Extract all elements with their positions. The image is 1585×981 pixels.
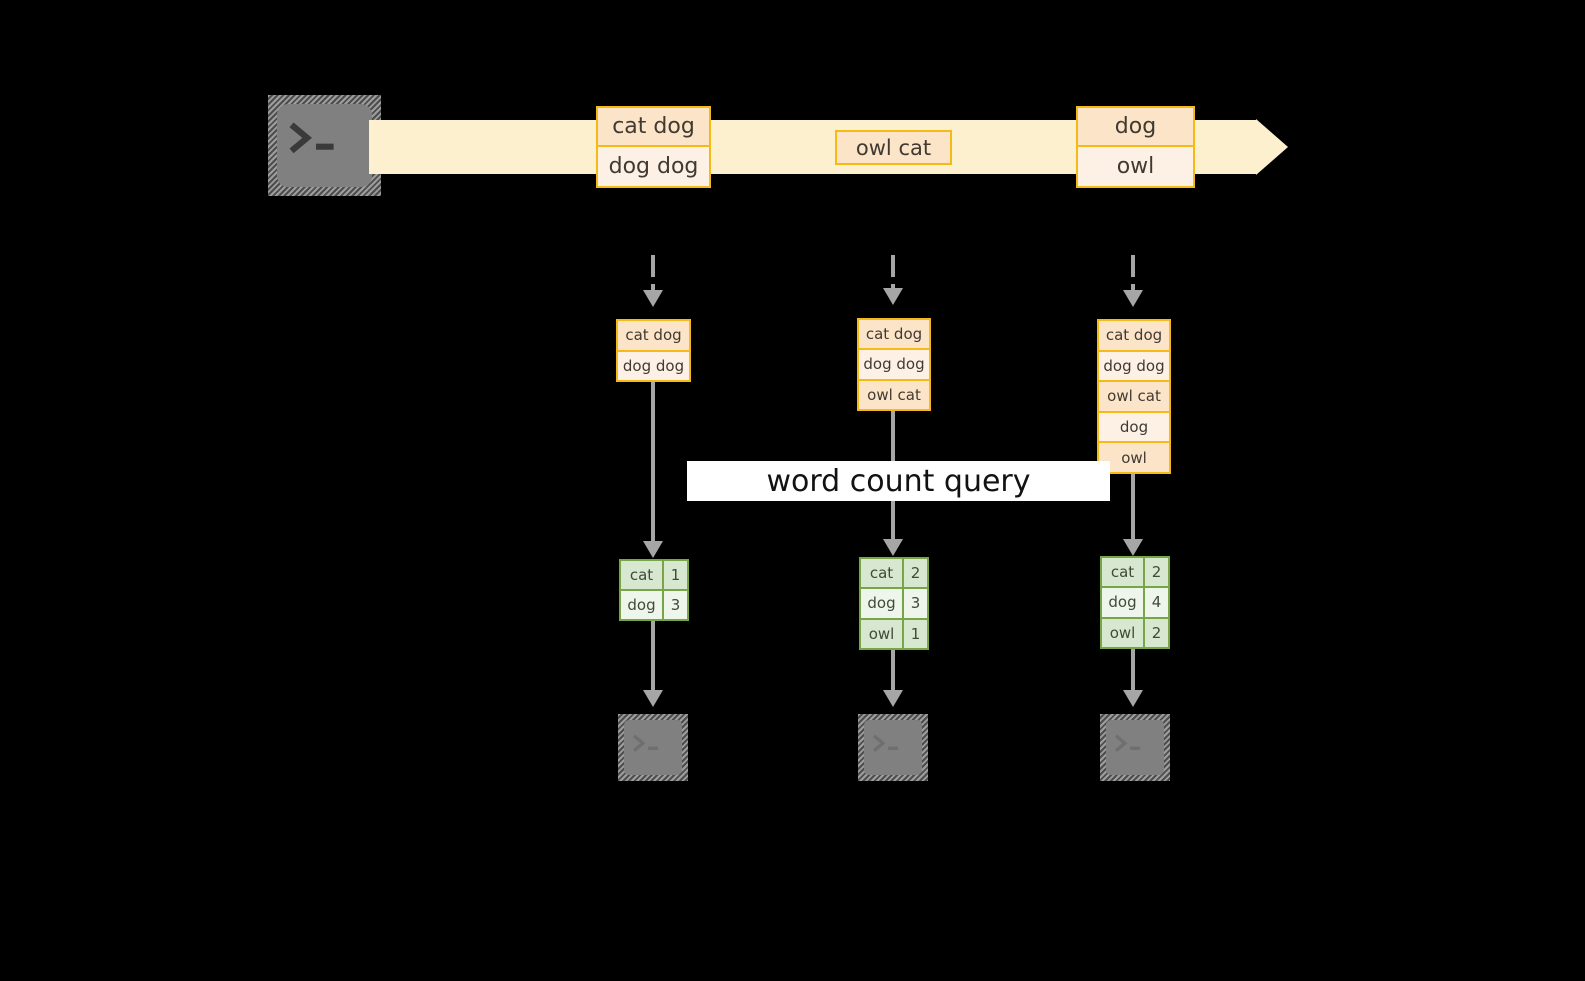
terminal-prompt-glyph (289, 122, 335, 154)
table-row: dog 3 (621, 591, 687, 619)
stream-record: cat dog (596, 106, 711, 147)
snapshot-record: owl cat (859, 380, 929, 409)
table-row: cat 2 (1102, 558, 1168, 589)
snapshot-feed-arrowhead (883, 288, 903, 305)
sink-arrow-head (643, 690, 663, 707)
stream-record: owl (1076, 147, 1195, 188)
source-terminal-icon (268, 95, 381, 196)
count-cell: 2 (904, 559, 927, 588)
query-arrow-head (1123, 539, 1143, 556)
snapshot-feed-line (891, 255, 895, 277)
snapshot-1-record-stack: cat dog dog dog (616, 319, 691, 382)
word-cell: dog (861, 589, 904, 618)
snapshot-feed-arrowhead (643, 290, 663, 307)
snapshot-record: owl (1099, 443, 1169, 472)
table-row: dog 3 (861, 589, 927, 620)
table-row: owl 1 (861, 619, 927, 648)
table-row: cat 1 (621, 561, 687, 591)
stream-record: dog (1076, 106, 1195, 147)
table-row: cat 2 (861, 559, 927, 590)
terminal-prompt-glyph (1115, 734, 1141, 752)
word-cell: owl (1102, 618, 1145, 647)
query-arrow-head (643, 541, 663, 558)
sink-arrow-line (891, 650, 895, 700)
word-cell: owl (861, 619, 904, 648)
count-cell: 3 (664, 591, 687, 619)
count-cell: 1 (664, 561, 687, 589)
word-cell: cat (621, 561, 664, 589)
snapshot-feed-line (891, 284, 895, 291)
snapshot-1-sink-terminal-icon (618, 714, 688, 781)
sink-arrow-head (883, 690, 903, 707)
word-count-query-banner: word count query (687, 461, 1110, 501)
table-row: dog 4 (1102, 588, 1168, 619)
snapshot-feed-line (1131, 255, 1135, 277)
word-cell: dog (1102, 588, 1145, 617)
sink-arrow-line (651, 621, 655, 699)
count-cell: 2 (1145, 618, 1168, 647)
snapshot-2-result-table: cat 2 dog 3 owl 1 (859, 557, 929, 650)
snapshot-feed-line (651, 255, 655, 277)
snapshot-record: dog dog (859, 350, 929, 381)
stream-record: dog dog (596, 147, 711, 188)
terminal-screen (864, 720, 922, 775)
word-cell: cat (1102, 558, 1145, 587)
query-arrow-line (651, 382, 655, 551)
count-cell: 1 (904, 619, 927, 648)
snapshot-feed-arrowhead (1123, 290, 1143, 307)
terminal-screen (277, 104, 372, 187)
word-cell: dog (621, 591, 664, 619)
snapshot-3-sink-terminal-icon (1100, 714, 1170, 781)
terminal-screen (624, 720, 682, 775)
sink-arrow-head (1123, 690, 1143, 707)
snapshot-1-result-table: cat 1 dog 3 (619, 559, 689, 621)
snapshot-2-sink-terminal-icon (858, 714, 928, 781)
stream-record: owl cat (835, 130, 952, 165)
snapshot-record: dog (1099, 412, 1169, 444)
snapshot-record: cat dog (618, 321, 689, 352)
snapshot-record: cat dog (859, 320, 929, 351)
terminal-screen (1106, 720, 1164, 775)
sink-arrow-line (1131, 649, 1135, 700)
count-cell: 3 (904, 589, 927, 618)
count-cell: 4 (1145, 588, 1168, 617)
event-stream-arrowhead (1256, 119, 1288, 175)
snapshot-3-result-table: cat 2 dog 4 owl 2 (1100, 556, 1170, 649)
snapshot-record: dog dog (1099, 351, 1169, 383)
terminal-prompt-glyph (873, 734, 899, 752)
snapshot-record: cat dog (1099, 321, 1169, 352)
snapshot-feed-line (651, 284, 655, 293)
count-cell: 2 (1145, 558, 1168, 587)
snapshot-3-record-stack: cat dog dog dog owl cat dog owl (1097, 319, 1171, 474)
snapshot-2-record-stack: cat dog dog dog owl cat (857, 318, 931, 411)
snapshot-feed-line (1131, 284, 1135, 293)
snapshot-record: owl cat (1099, 382, 1169, 413)
terminal-prompt-glyph (633, 734, 659, 752)
query-arrow-head (883, 539, 903, 556)
snapshot-record: dog dog (618, 351, 689, 380)
table-row: owl 2 (1102, 618, 1168, 647)
word-cell: cat (861, 559, 904, 588)
query-arrow-line (1131, 474, 1135, 549)
